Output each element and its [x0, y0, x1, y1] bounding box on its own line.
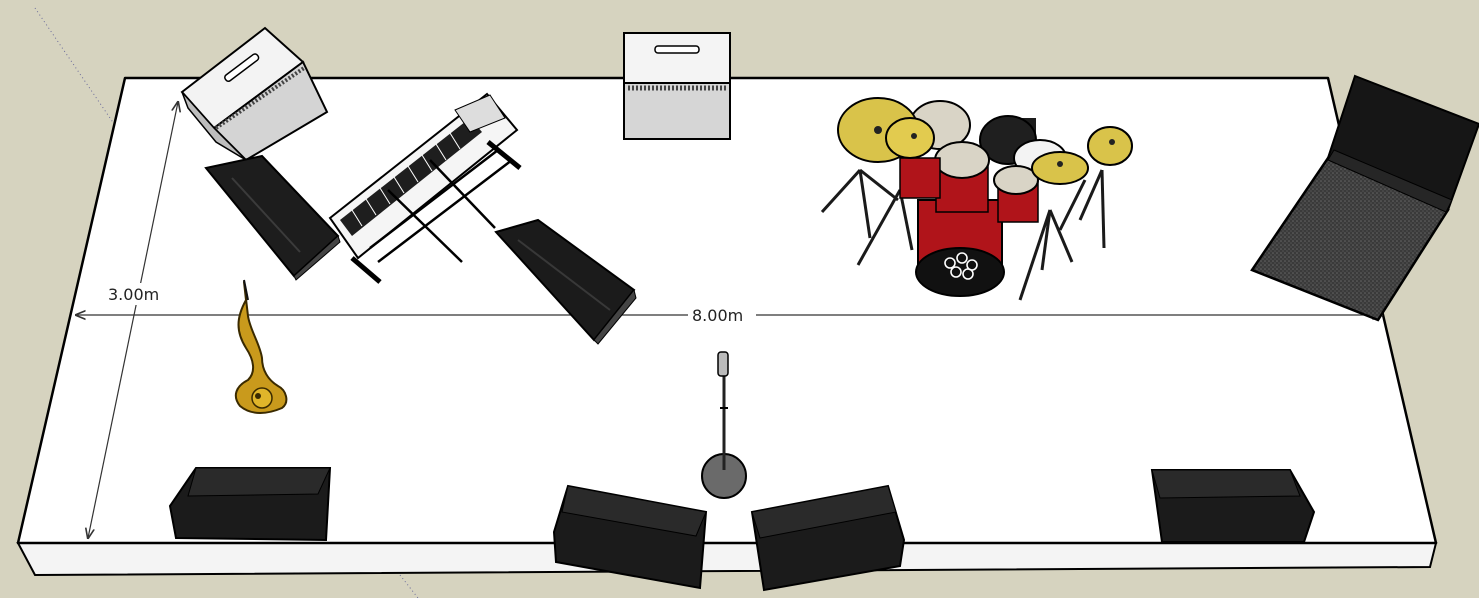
stage-monitor-front-right[interactable]	[1152, 470, 1314, 542]
width-dimension-label: 8.00m	[692, 306, 743, 325]
depth-dimension-label: 3.00m	[108, 285, 159, 304]
guitar-amp-center[interactable]	[624, 33, 730, 139]
stage-monitor-front-left[interactable]	[170, 468, 330, 540]
